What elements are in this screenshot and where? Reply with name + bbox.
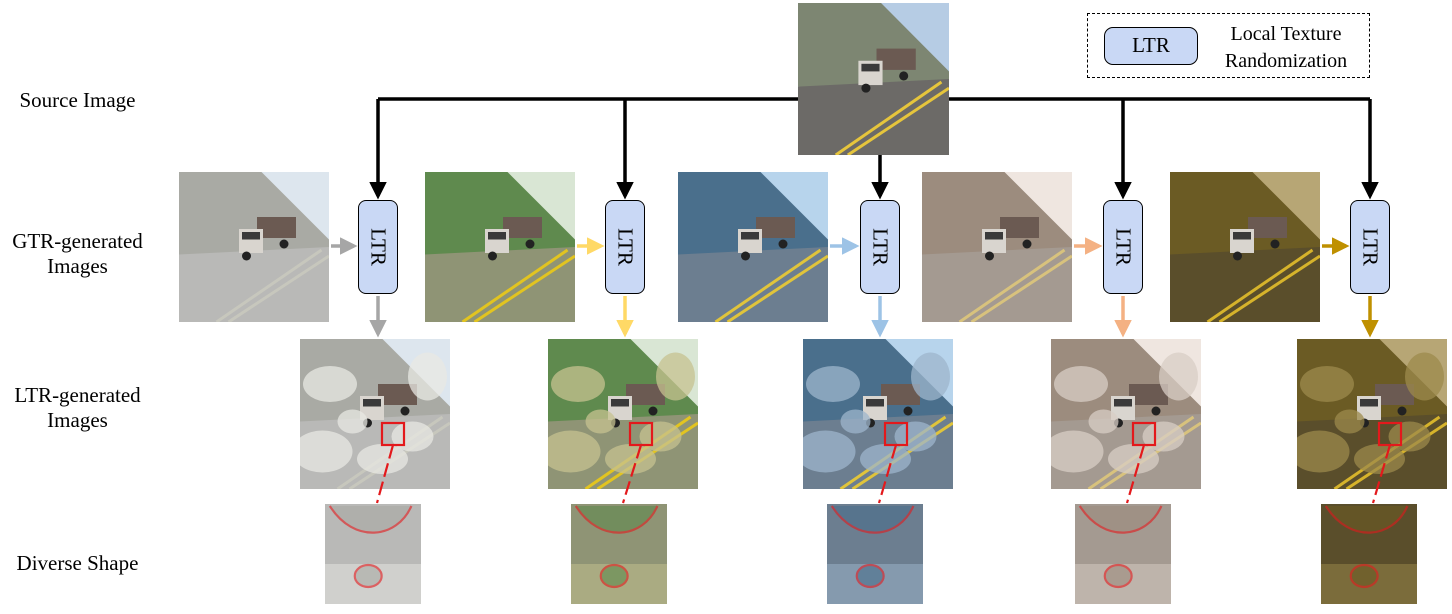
row-label-gtr-generated: GTR-generated Images [12, 229, 143, 278]
ltr-box-label: LTR [1358, 228, 1383, 266]
ltr-box-label: LTR [868, 228, 893, 266]
ltr-box-2: LTR [605, 200, 645, 294]
gtr-image-5 [1170, 172, 1320, 322]
ltr-image-2 [548, 339, 698, 489]
ltr-box-3: LTR [860, 200, 900, 294]
source-connectors [369, 97, 1379, 200]
gtr-image-1 [179, 172, 329, 322]
diverse-shape-1 [325, 504, 421, 604]
legend-ltr-box: LTR [1104, 27, 1198, 65]
source-image-thumb [798, 3, 949, 155]
ltr-image-3 [803, 339, 953, 489]
ltr-box-5: LTR [1350, 200, 1390, 294]
ltr-image-1 [300, 339, 450, 489]
ltr-box-4: LTR [1103, 200, 1143, 294]
row-label-diverse-shape: Diverse Shape [16, 551, 139, 575]
ltr-image-5 [1297, 339, 1447, 489]
zoom-line-1 [375, 444, 395, 504]
ltr-box-1: LTR [358, 200, 398, 294]
ltr-box-label: LTR [366, 228, 391, 266]
row-label-source-image: Source Image [19, 88, 136, 112]
diverse-shape-3 [827, 504, 923, 604]
gtr-image-3 [678, 172, 828, 322]
zoom-line-2 [621, 444, 643, 504]
diverse-shape-5 [1321, 504, 1417, 604]
ltr-box-label: LTR [613, 228, 638, 266]
ltr-box-label: LTR [1111, 228, 1136, 266]
legend: LTR Local Texture Randomization [1087, 13, 1370, 78]
legend-description: Local Texture Randomization [1224, 23, 1348, 72]
row-label-ltr-generated: LTR-generated Images [14, 383, 141, 432]
diverse-shape-4 [1075, 504, 1171, 604]
branches [179, 172, 1447, 604]
zoom-line-4 [1125, 444, 1146, 504]
zoom-line-5 [1371, 444, 1392, 504]
gtr-image-2 [425, 172, 575, 322]
zoom-line-3 [877, 444, 898, 504]
source-image [798, 3, 949, 155]
ltr-image-4 [1051, 339, 1201, 489]
gtr-image-4 [922, 172, 1072, 322]
diverse-shape-2 [571, 504, 667, 604]
